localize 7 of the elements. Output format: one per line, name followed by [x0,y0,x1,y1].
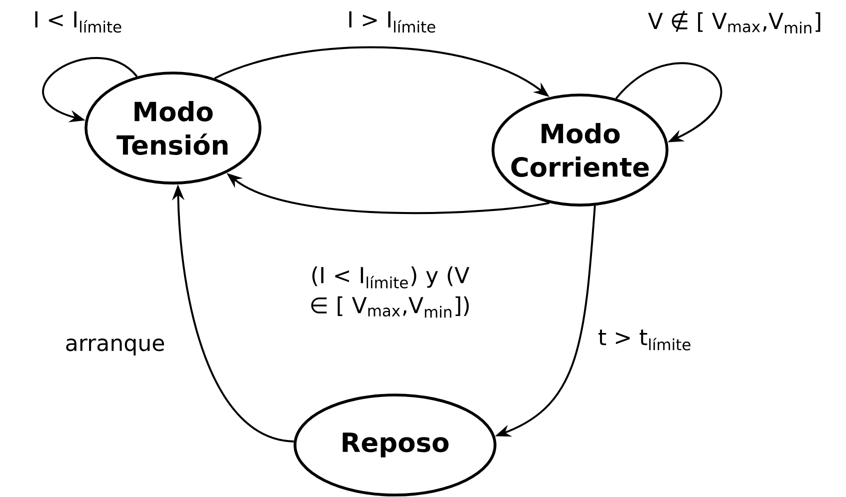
edge-label: V ∉ [ V$_{max}$,V$_{min}$] [646,8,824,36]
edge-label: arranque [63,336,167,358]
edge-label: I > I$_{límite}$ [345,10,439,34]
edge-label: I < I$_{límite}$ [31,10,125,34]
edge-label: t > t$_{límite}$ [596,328,694,352]
edge-label: (I < I$_{límite}$) y (V ∈ [ V$_{max}$,V$_{min}$]) [302,264,478,320]
arrow [615,62,722,142]
